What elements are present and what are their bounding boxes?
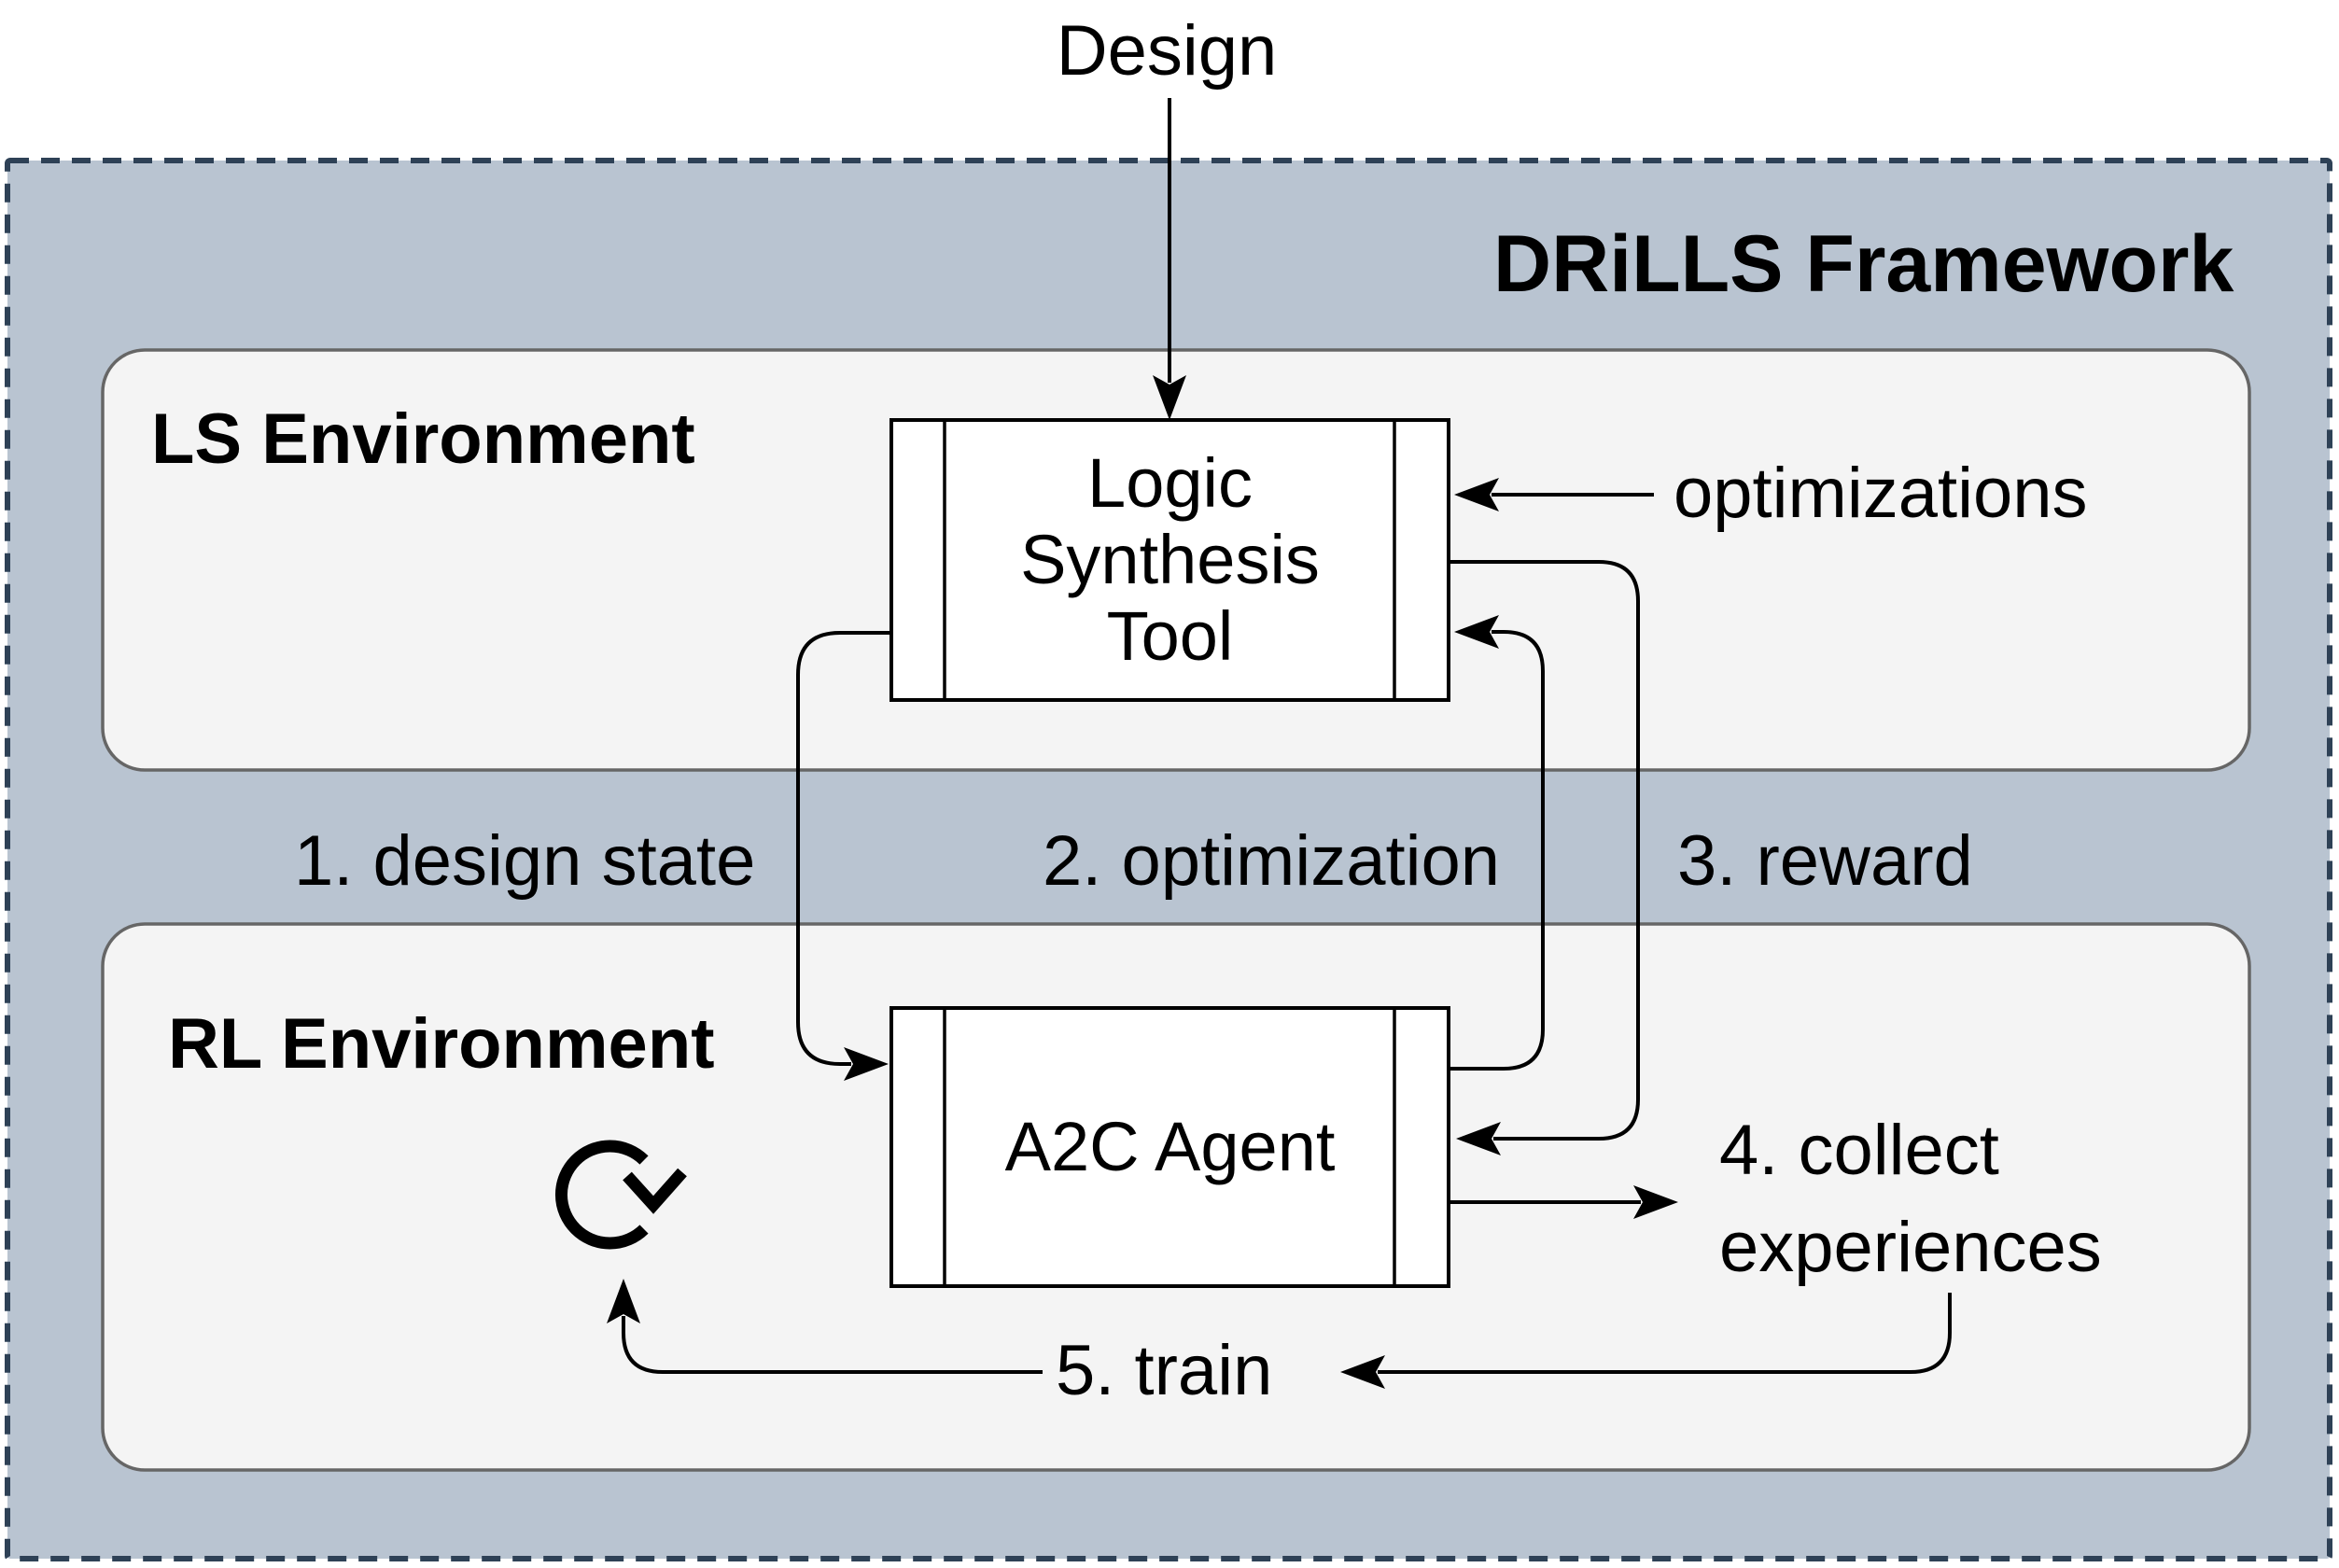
step3-reward-label: 3. reward: [1677, 821, 1973, 901]
train-connector-right: [1340, 1293, 1952, 1389]
design-state-connector: [796, 631, 891, 1081]
ls-environment-label: LS Environment: [151, 399, 695, 479]
train-connector-left: [607, 1279, 1043, 1374]
a2c-agent-text: A2C Agent: [1004, 1108, 1336, 1185]
optimizations-label: optimizations: [1674, 454, 2088, 533]
logic-synthesis-tool-node: [889, 418, 1450, 702]
tool-label-line2: Synthesis: [1020, 521, 1320, 598]
design-input-label: Design: [1056, 11, 1278, 91]
step4-collect-label-line2: experiences: [1719, 1208, 2102, 1287]
a2c-agent-node: [889, 1006, 1450, 1288]
rl-environment-label: RL Environment: [168, 1004, 715, 1084]
step5-train-label: 5. train: [1056, 1331, 1273, 1410]
a2c-agent-label: A2C Agent: [891, 1008, 1449, 1286]
tool-label-line1: Logic: [1087, 444, 1253, 522]
step2-optimization-label: 2. optimization: [1043, 821, 1501, 901]
reward-connector: [1449, 560, 1640, 1155]
framework-title: DRiLLS Framework: [1493, 219, 2234, 309]
tool-label-line3: Tool: [1106, 597, 1234, 675]
step4-collect-label-line1: 4. collect: [1719, 1111, 1999, 1190]
refresh-loop-icon: [555, 1140, 687, 1250]
optimization-connector: [1449, 615, 1545, 1071]
step1-design-state-label: 1. design state: [294, 821, 756, 901]
logic-synthesis-tool-label: Logic Synthesis Tool: [891, 420, 1449, 700]
